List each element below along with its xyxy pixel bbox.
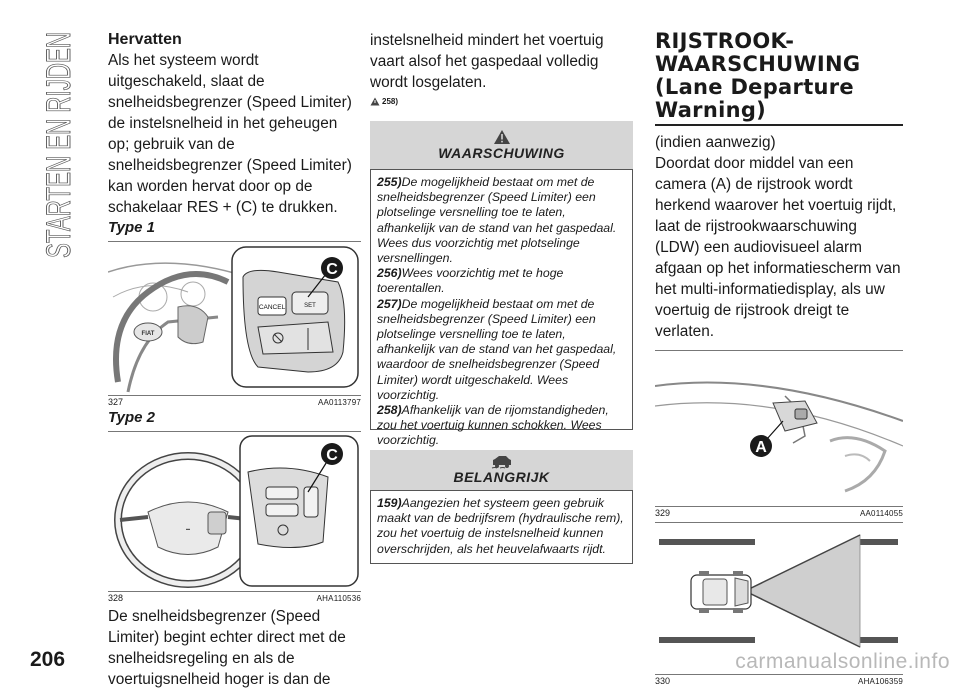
- important-content: 159)Aangezien het systeem geen gebruik m…: [370, 490, 633, 564]
- figure-327: FIAT CANCEL SET C: [108, 241, 361, 396]
- title-line-2: WAARSCHUWING: [655, 52, 861, 76]
- section-title: STARTEN EN RIJDEN: [18, 30, 78, 260]
- windshield-camera-illustration: A: [655, 351, 903, 506]
- cancel-button-text: CANCEL: [259, 304, 286, 311]
- important-title: BELANGRIJK: [453, 469, 550, 485]
- figure-329-caption: 329 AA0114055: [655, 507, 903, 519]
- column-3: RIJSTROOK- WAARSCHUWING (Lane Departure …: [655, 30, 903, 687]
- figure-330: [655, 522, 903, 675]
- figure-327-number: 327: [108, 397, 124, 407]
- title-line-1: RIJSTROOK-: [655, 29, 795, 53]
- type-1-label: Type 1: [108, 219, 155, 236]
- warning-item: 257)De mogelijkheid bestaat om met de sn…: [377, 297, 626, 403]
- section-title-text: STARTEN EN RIJDEN: [40, 32, 78, 258]
- figure-330-caption: 330 AHA106359: [655, 675, 903, 687]
- callout-a-fig3: A: [755, 439, 767, 456]
- figure-327-code: AA0113797: [317, 398, 361, 407]
- resume-paragraph: Als het systeem wordt uitgeschakeld, sla…: [108, 52, 352, 216]
- warning-item-number: 257): [377, 296, 402, 311]
- warning-item-number: 258): [377, 403, 402, 418]
- figure-328-caption: 328 AHA110536: [108, 592, 361, 604]
- figure-327-caption: 327 AA0113797: [108, 396, 361, 408]
- speed-limiter-paragraph: De snelheidsbegrenzer (Speed Limiter) be…: [108, 608, 346, 688]
- steering-wheel-type1-illustration: FIAT CANCEL SET C: [108, 242, 361, 395]
- warning-item-number: 256): [377, 266, 402, 281]
- page-number: 206: [30, 648, 66, 671]
- warning-item-text: De mogelijkheid bestaat om met de snelhe…: [377, 296, 617, 402]
- important-header: BELANGRIJK: [370, 450, 633, 490]
- warning-item: 258)Afhankelijk van de rijomstandigheden…: [377, 403, 626, 449]
- warning-item-text: Afhankelijk van de rijomstandigheden, zo…: [377, 403, 609, 448]
- continuation-paragraph: instelsnelheid mindert het voertuig vaar…: [370, 32, 604, 91]
- warning-item: 255)De mogelijkheid bestaat om met de sn…: [377, 175, 626, 266]
- set-button-text: SET: [304, 303, 316, 309]
- important-item-text: Aangezien het systeem geen gebruik maakt…: [377, 496, 624, 556]
- wheel-center-logo: ▬: [186, 526, 190, 531]
- figure-329-number: 329: [655, 508, 671, 518]
- warning-box: WAARSCHUWING 255)De mogelijkheid bestaat…: [370, 121, 633, 447]
- fiat-logo-text: FIAT: [142, 331, 155, 337]
- warning-title: WAARSCHUWING: [438, 145, 565, 161]
- warning-triangle-icon: [493, 130, 510, 144]
- title-rule: [655, 124, 903, 126]
- warning-item: 256)Wees voorzichtig met te hoge toerent…: [377, 266, 626, 296]
- heading-resume: Hervatten: [108, 31, 182, 48]
- warning-header: WAARSCHUWING: [370, 121, 633, 169]
- callout-c-fig1: C: [326, 261, 338, 278]
- warning-item-text: Wees voorzichtig met te hoge toerentalle…: [377, 266, 564, 296]
- column-2: instelsnelheid mindert het voertuig vaar…: [370, 30, 633, 564]
- steering-wheel-type2-illustration: ▬ C: [108, 432, 361, 591]
- warning-triangle-icon: [370, 97, 380, 106]
- warning-content: 255)De mogelijkheid bestaat om met de sn…: [370, 169, 633, 447]
- figure-329-code: AA0114055: [859, 509, 903, 518]
- ldw-description: Doordat door middel van een camera (A) d…: [655, 155, 901, 340]
- figure-328-number: 328: [108, 593, 124, 603]
- car-skid-icon: [491, 456, 511, 469]
- important-item-number: 159): [377, 496, 402, 510]
- type-2-label: Type 2: [108, 409, 155, 426]
- figure-328: ▬ C: [108, 431, 361, 592]
- warning-item-number: 255): [377, 175, 402, 189]
- availability-note: (indien aanwezig): [655, 134, 776, 151]
- title-line-3: (Lane Departure: [655, 75, 854, 99]
- warning-item-text: De mogelijkheid bestaat om met de snelhe…: [377, 175, 617, 266]
- title-line-4: Warning): [655, 98, 767, 122]
- important-item: 159)Aangezien het systeem geen gebruik m…: [377, 496, 626, 557]
- reference-258-text: 258): [382, 97, 399, 106]
- reference-258: 258): [370, 97, 398, 106]
- figure-328-code: AHA110536: [316, 594, 361, 603]
- lane-detection-diagram: [655, 523, 903, 674]
- lane-departure-title: RIJSTROOK- WAARSCHUWING (Lane Departure …: [655, 30, 903, 126]
- figure-329: A: [655, 350, 903, 507]
- column-1: Hervatten Als het systeem wordt uitgesch…: [108, 30, 361, 690]
- important-box: BELANGRIJK 159)Aangezien het systeem gee…: [370, 450, 633, 564]
- callout-c-fig2: C: [326, 447, 338, 464]
- watermark: carmanualsonline.info: [735, 650, 950, 673]
